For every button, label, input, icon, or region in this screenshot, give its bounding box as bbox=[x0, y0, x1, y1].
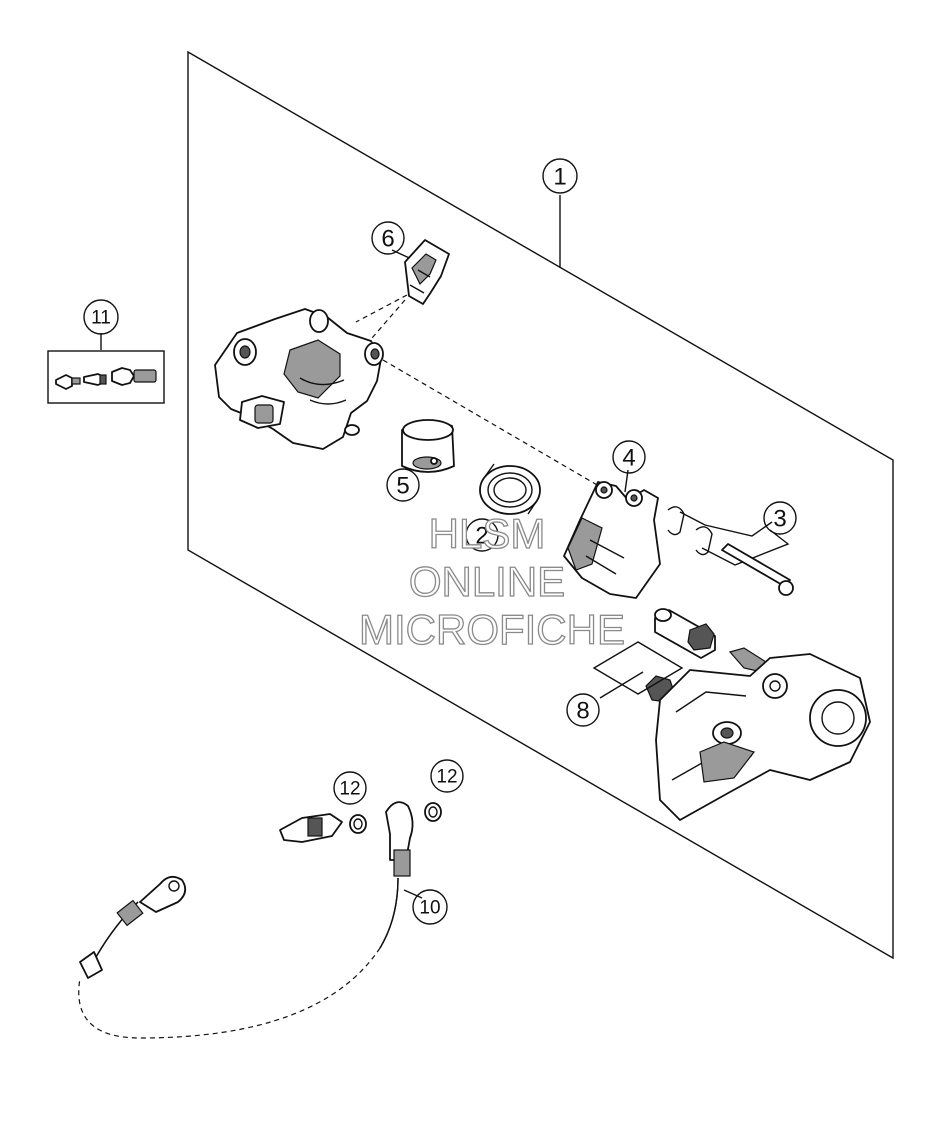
callout-11-label: 11 bbox=[91, 308, 111, 329]
caliper-piston bbox=[401, 419, 455, 473]
bleeder-valve-kit bbox=[55, 367, 157, 390]
brake-hose-assembly bbox=[78, 801, 442, 1039]
brake-pads bbox=[563, 481, 661, 599]
callout-1: 1 bbox=[542, 158, 578, 194]
callout-6-label: 6 bbox=[381, 226, 394, 253]
callout-8-label: 8 bbox=[576, 698, 589, 725]
callout-2-label: 2 bbox=[475, 523, 488, 550]
callout-3-label: 3 bbox=[773, 506, 786, 533]
callout-5-label: 5 bbox=[396, 473, 409, 500]
part-11-kit-box bbox=[47, 350, 165, 404]
callout-12-right-label: 12 bbox=[436, 767, 457, 788]
watermark-line-2: ONLINE bbox=[409, 558, 565, 605]
callout-6: 6 bbox=[371, 221, 405, 255]
watermark-line-1: HLSM bbox=[429, 510, 546, 557]
pad-retaining-spring bbox=[355, 239, 450, 339]
callout-10-label: 10 bbox=[419, 898, 440, 919]
callout-4-label: 4 bbox=[622, 445, 635, 472]
pad-pin-and-clips bbox=[667, 506, 794, 596]
callout-2: 2 bbox=[465, 518, 499, 552]
watermark-line-3: MICROFICHE bbox=[359, 606, 625, 653]
callout-3: 3 bbox=[763, 501, 797, 535]
piston-seal bbox=[479, 463, 541, 515]
callout-8: 8 bbox=[566, 693, 600, 727]
callout-4: 4 bbox=[612, 440, 646, 474]
callout-11: 11 bbox=[83, 299, 119, 335]
callout-1-label: 1 bbox=[553, 164, 566, 191]
watermark: HLSM ONLINE MICROFICHE bbox=[358, 509, 625, 653]
callout-12-left: 12 bbox=[333, 771, 367, 805]
callout-10: 10 bbox=[412, 889, 448, 925]
callout-12-right: 12 bbox=[430, 759, 464, 793]
caliper-support-bracket bbox=[655, 653, 871, 821]
callout-12-left-label: 12 bbox=[339, 779, 360, 800]
callout-5: 5 bbox=[386, 468, 420, 502]
assembly-frame bbox=[187, 50, 894, 960]
brake-caliper-body bbox=[214, 308, 641, 511]
